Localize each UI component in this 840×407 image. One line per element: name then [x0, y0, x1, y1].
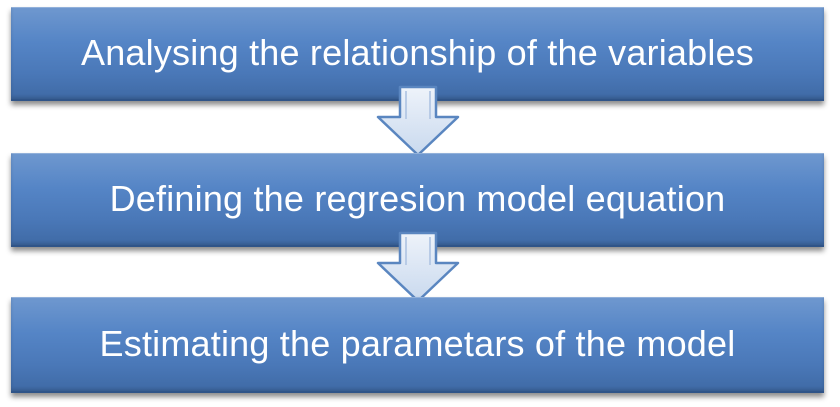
step-box-defining: Defining the regresion model equation — [11, 153, 824, 247]
step-label: Estimating the parametars of the model — [99, 323, 736, 364]
down-arrow-icon — [376, 231, 460, 303]
step-label: Defining the regresion model equation — [109, 178, 726, 219]
step-box-analysing: Analysing the relationship of the variab… — [11, 7, 824, 101]
step-label: Analysing the relationship of the variab… — [80, 32, 754, 73]
down-arrow-icon — [376, 85, 460, 157]
step-box-estimating: Estimating the parametars of the model — [11, 297, 824, 393]
